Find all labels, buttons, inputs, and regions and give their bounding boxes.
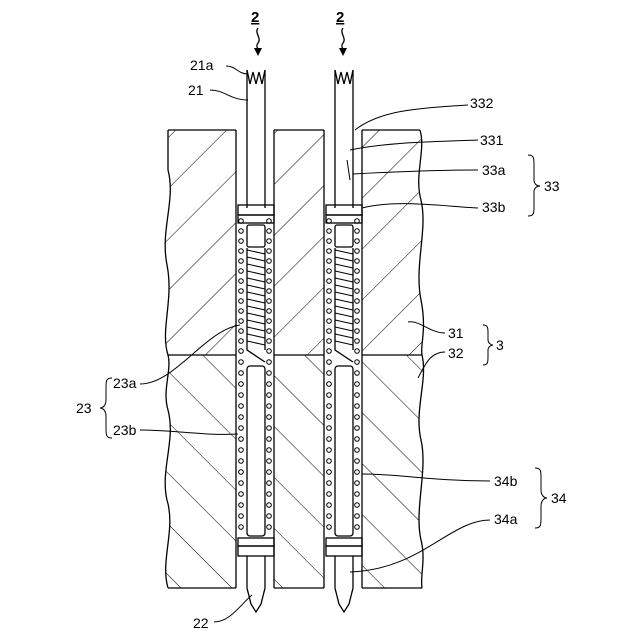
label-33: 33: [544, 178, 560, 194]
label-33b: 33b: [482, 199, 506, 215]
label-23a: 23a: [113, 375, 137, 391]
label-22: 22: [193, 615, 209, 631]
lower-plate-32: [150, 350, 440, 595]
label-33a: 33a: [482, 162, 506, 178]
label-332: 332: [470, 95, 494, 111]
label-probe-right: 2: [336, 9, 344, 26]
label-23b: 23b: [113, 422, 137, 438]
label-331: 331: [480, 132, 504, 148]
crown-tip-21a: [247, 70, 265, 84]
label-23: 23: [76, 400, 92, 416]
label-21a: 21a: [190, 57, 214, 73]
label-3: 3: [496, 337, 504, 353]
label-32: 32: [448, 345, 464, 361]
label-31: 31: [448, 325, 464, 341]
label-34b: 34b: [494, 473, 518, 489]
label-34: 34: [551, 490, 567, 506]
label-34a: 34a: [494, 511, 518, 527]
label-21: 21: [188, 82, 204, 98]
label-probe-left: 2: [251, 9, 259, 26]
probe-arrows: [254, 28, 347, 56]
upper-plate-31: [150, 120, 440, 360]
